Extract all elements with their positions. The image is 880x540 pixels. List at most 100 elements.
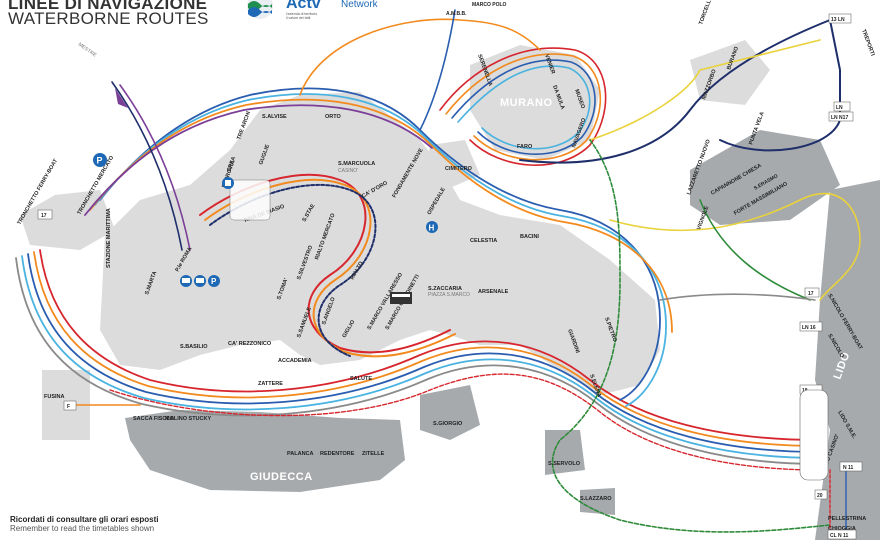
stop-s-nicolo-ferry: S.NICOLO FERRY-BOAT <box>826 293 863 351</box>
route-line-giudecca-5 <box>15 257 821 465</box>
stop-punta-vela: PUNTA VELA <box>748 111 765 146</box>
stop-stazione-marittima: STAZIONE MARITTIMA <box>106 208 112 268</box>
area-murano: MURANO <box>500 97 553 109</box>
land-giudecca <box>125 410 405 492</box>
svg-text:13 LN: 13 LN <box>831 17 845 23</box>
route-green-dashed <box>551 139 831 533</box>
stop-s-zaccaria-sub: PIAZZA S.MARCO <box>428 292 470 298</box>
stop-ferrovia: FERROVIA <box>221 160 236 189</box>
stop-lazzaretto-nuovo: LAZZARETTO NUOVO <box>686 138 712 195</box>
map-title: LINEE DI NAVIGAZIONE <box>8 0 208 13</box>
line-box-17: 17 <box>37 209 53 220</box>
stop-ospedale: OSPEDALE <box>427 187 447 216</box>
stop-sacca-fisola: SACCA FISOLA <box>133 416 174 422</box>
footer-note-en: Remember to read the timetables shown <box>10 524 155 533</box>
svg-text:LN 16: LN 16 <box>802 325 816 331</box>
land-murano <box>470 45 600 160</box>
route-airport-blue <box>419 9 456 131</box>
stop-s-basilio: S.BASILIO <box>180 344 208 350</box>
logo-brand: Actv <box>286 0 321 12</box>
stop-rialto-mercato: RIALTO MERCATO <box>314 212 337 261</box>
stop-forte-massimiliano: FORTE MASSIMILIANO <box>733 181 789 217</box>
stop-lido-sme: LIDO S.M.E. <box>836 410 857 440</box>
stop-marco-polo: MARCO POLO <box>472 2 507 8</box>
stop-rialto: RIALTO <box>350 260 366 281</box>
route-line-north-3 <box>89 98 673 333</box>
stop-guglie: GUGLIE <box>258 144 271 166</box>
line-box-f: F <box>63 400 77 411</box>
svg-text:P: P <box>211 277 217 286</box>
stop-s-elena: S.ELENA <box>588 374 602 398</box>
stop-celestia: CELESTIA <box>470 238 497 244</box>
svg-text:LN: LN <box>836 105 843 111</box>
stop-tronchetto-mercato: TRONCHETTO MERCATO <box>77 154 116 216</box>
logo-network: Network <box>341 0 379 10</box>
route-line-giudecca-4 <box>21 255 821 459</box>
route-line-giudecca-3 <box>27 253 821 453</box>
stop-crea: CREA <box>226 156 237 173</box>
svg-text:20: 20 <box>817 493 823 499</box>
route-line-north-4 <box>84 104 433 216</box>
line-code-boxes: 17 17 LN 16 18 13 LN LN LN N17 F <box>37 13 863 540</box>
hospital-icon: H <box>426 221 438 233</box>
stop-burano: BURANO <box>726 45 740 70</box>
train-icon <box>222 177 234 189</box>
stop-s-silvestro: S.SILVESTRO <box>296 244 314 281</box>
stop-riva-de-biasio: RIVA DE BIASIO <box>244 204 286 224</box>
stop-mazzorbo: MAZZORBO <box>701 68 718 101</box>
stop-aeroporto: A.M.B.B. <box>446 11 467 17</box>
route-murano-loop-2 <box>445 53 601 161</box>
line-box-ln-n17: LN N17 <box>828 111 854 122</box>
stop-cimitero: CIMITERO <box>445 166 473 172</box>
svg-text:17: 17 <box>41 213 47 219</box>
stop-lido-casino: LIDO CASINO' <box>822 433 841 471</box>
stop-ca-doro: CA' D'ORO <box>361 180 389 200</box>
stop-zitelle: ZITELLE <box>362 451 385 457</box>
route-murano-loop-3 <box>451 59 596 155</box>
route-line-north-2 <box>94 93 667 407</box>
stop-accademia: ACCADEMIA <box>278 358 312 364</box>
stop-tronchetto: TRONCHETTO FERRY-BOAT <box>17 158 60 226</box>
route-mestre-purple <box>119 84 191 251</box>
bus-icon-2 <box>194 275 206 287</box>
stop-s-servolo: S.SERVOLO <box>548 461 581 467</box>
route-line-giudecca-6 <box>109 373 821 471</box>
route-line-giudecca-2 <box>33 251 821 447</box>
stop-molino-stucky: MOLINO STUCKY <box>165 416 211 422</box>
land-s-erasmo <box>690 130 840 225</box>
actv-logo: Actv l'azienda di territorio il valore d… <box>247 0 379 20</box>
stop-s-stae: S.STAE <box>302 203 317 223</box>
stop-chioggia: CHIOGGIA <box>828 526 856 532</box>
stop-serenella: SERENELLA <box>476 54 493 87</box>
land-s-servolo <box>545 430 585 475</box>
stop-faro: FARO <box>517 144 533 150</box>
stop-s-nicolo: S.NICOLO <box>826 333 845 360</box>
stop-s-angelo: S.ANGELO <box>321 296 337 326</box>
area-giudecca: GIUDECCA <box>250 471 313 483</box>
route-airport-orange <box>299 18 541 96</box>
route-mestre-navy <box>111 81 183 251</box>
stop-giglio: GIGLIO <box>342 319 357 339</box>
logo-tagline-2: il valore dei fatti <box>286 16 311 20</box>
stop-s-marta: S.MARTA <box>144 270 158 295</box>
stop-fusina: FUSINA <box>44 394 65 400</box>
area-s-erasmo: S.ERASMO <box>753 173 779 192</box>
line-box-ln: LN <box>833 101 851 112</box>
logo-tagline-1: l'azienda di territorio <box>286 12 317 16</box>
compass-arrow-icon <box>115 88 128 108</box>
ferrovia-stop-box <box>229 179 271 221</box>
stop-labels: TRONCHETTO FERRY-BOAT TRONCHETTO MERCATO… <box>17 0 876 532</box>
stop-giardini: GIARDINI <box>566 329 580 355</box>
route-lines <box>15 9 861 533</box>
footer-note-it: Ricordati di consultare gli orari espost… <box>10 515 159 524</box>
line-box-ln16: LN 16 <box>799 321 823 332</box>
land-tronchetto <box>20 190 115 250</box>
stop-s-toma: S.TOMA' <box>276 277 290 301</box>
svg-text:18: 18 <box>802 388 808 394</box>
stop-ca-rezzonico: CA' REZZONICO <box>228 341 272 347</box>
stop-mestre: MESTRE <box>77 42 98 59</box>
bus-icon <box>180 275 192 287</box>
line-box-20: 20 <box>814 489 828 500</box>
stop-s-lazzaro: S.LAZZARO <box>580 496 612 502</box>
route-line-n <box>209 183 377 357</box>
